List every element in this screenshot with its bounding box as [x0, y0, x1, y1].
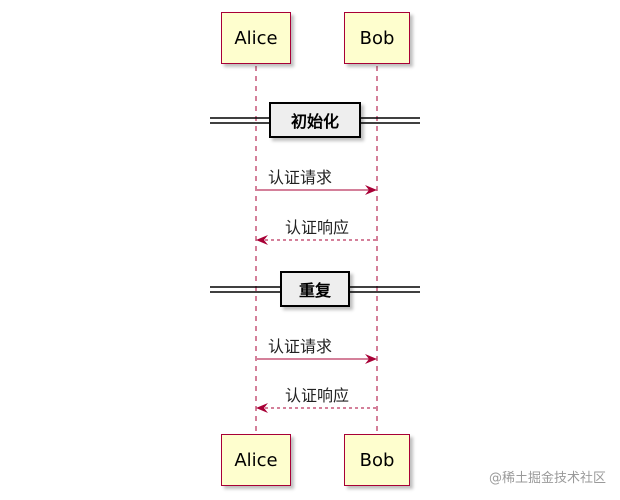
message-label-3: 认证请求	[268, 337, 333, 356]
message-label-2: 认证响应	[285, 218, 350, 237]
participant-alice-bottom: Alice	[221, 434, 291, 486]
message-label-4: 认证响应	[285, 386, 350, 405]
participant-bob-top: Bob	[344, 12, 410, 64]
divider-label-1: 初始化	[269, 102, 361, 138]
participant-bob-bottom: Bob	[344, 434, 410, 486]
participant-alice-top: Alice	[221, 12, 291, 64]
divider-label-2: 重复	[280, 271, 350, 307]
watermark-text: @稀土掘金技术社区	[488, 471, 606, 486]
message-label-1: 认证请求	[268, 168, 333, 187]
